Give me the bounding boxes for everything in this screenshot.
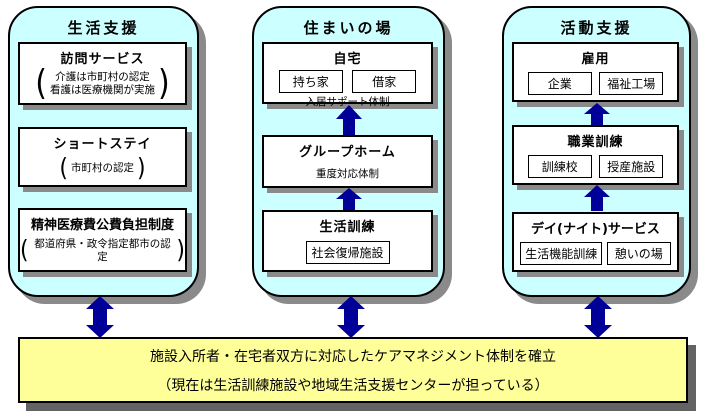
box-visit-service: 訪問サービス ( 介護は市町村の認定 看護は医療機関が実施 ) <box>18 42 187 105</box>
chip-row: 訓練校 授産施設 <box>514 155 677 178</box>
chip-row: 生活機能訓練 憩いの場 <box>514 242 677 265</box>
chip-rented-house: 借家 <box>352 70 417 93</box>
chip-welfare-factory: 福祉工場 <box>599 72 664 95</box>
note-line: 都道府県・政令指定都市の認定 <box>34 238 171 264</box>
box-note: ( 都道府県・政令指定都市の認定 ) <box>20 238 185 264</box>
box-employment: 雇用 企業 福祉工場 <box>512 42 679 102</box>
box-title: 職業訓練 <box>567 135 624 150</box>
box-title: 生活訓練 <box>319 220 376 235</box>
summary-line-2: （現在は生活訓練施設や地域生活支援センターが担っている） <box>157 377 549 394</box>
box-caption: 入居サポート体制 <box>305 96 390 108</box>
panel-title: 生活支援 <box>67 19 140 37</box>
bracket-open: ( <box>35 63 47 104</box>
summary-box: 施設入所者・在宅者双方に対応したケアマネジメント体制を確立 （現在は生活訓練施設… <box>18 337 688 403</box>
box-mental-medical-expense: 精神医療費公費負担制度 ( 都道府県・政令指定都市の認定 ) <box>18 208 187 272</box>
panel-activity-support: 活動支援 雇用 企業 福祉工場 職業訓練 訓練校 授産施設 デイ(ナイト)サービ… <box>502 6 691 297</box>
chip-row: 持ち家 借家 <box>264 70 431 93</box>
up-arrow-icon <box>584 103 610 125</box>
bracket-close: ) <box>158 63 170 104</box>
bracket-open: ( <box>20 236 29 265</box>
double-arrow-icon <box>86 296 114 338</box>
box-title: 自宅 <box>333 52 362 67</box>
box-title: デイ(ナイト)サービス <box>531 222 660 237</box>
panel-title: 活動支援 <box>560 19 633 37</box>
box-life-training: 生活訓練 社会復帰施設 <box>262 210 433 272</box>
box-group-home: グループホーム 重度対応体制 <box>262 135 433 188</box>
box-title: 訪問サービス <box>60 52 145 67</box>
box-title: グループホーム <box>299 145 396 160</box>
chip-rest-place: 憩いの場 <box>606 242 671 265</box>
panel-life-support: 生活支援 訪問サービス ( 介護は市町村の認定 看護は医療機関が実施 ) ショー… <box>8 6 199 297</box>
chip-training-school: 訓練校 <box>527 155 592 178</box>
double-arrow-icon <box>584 296 612 338</box>
chip-social-rehab-facility: 社会復帰施設 <box>305 241 390 264</box>
summary-line-1: 施設入所者・在宅者双方に対応したケアマネジメント体制を確立 <box>150 348 556 365</box>
chip-life-function-training: 生活機能訓練 <box>520 242 603 265</box>
box-title: 雇用 <box>581 52 610 67</box>
up-arrow-icon <box>584 185 610 211</box>
bracket-open: ( <box>59 154 68 183</box>
up-arrow-icon <box>336 105 362 135</box>
panel-title: 住まいの場 <box>303 19 394 37</box>
box-title: 精神医療費公費負担制度 <box>30 218 174 233</box>
box-own-home: 自宅 持ち家 借家 入居サポート体制 <box>262 42 433 108</box>
bracket-close: ) <box>137 154 146 183</box>
note-line: 看護は医療機関が実施 <box>50 84 155 96</box>
chip-sheltered-workshop: 授産施設 <box>599 155 664 178</box>
box-vocational-training: 職業訓練 訓練校 授産施設 <box>512 125 679 185</box>
note-line: 市町村の認定 <box>71 162 134 175</box>
box-note: ( 介護は市町村の認定 看護は医療機関が実施 ) <box>20 63 185 104</box>
box-day-night-service: デイ(ナイト)サービス 生活機能訓練 憩いの場 <box>512 212 679 272</box>
chip-row: 企業 福祉工場 <box>514 72 677 95</box>
up-arrow-icon <box>336 188 362 210</box>
chip-owned-house: 持ち家 <box>278 70 343 93</box>
chip-row: 社会復帰施設 <box>264 241 431 264</box>
box-title: ショートステイ <box>53 137 152 152</box>
box-caption: 重度対応体制 <box>316 168 379 180</box>
bracket-close: ) <box>176 236 185 265</box>
panel-living-place: 住まいの場 自宅 持ち家 借家 入居サポート体制 グループホーム 重度対応体制 … <box>252 6 445 297</box>
chip-company: 企業 <box>527 72 592 95</box>
double-arrow-icon <box>337 296 365 338</box>
box-note: ( 市町村の認定 ) <box>20 154 185 183</box>
box-short-stay: ショートステイ ( 市町村の認定 ) <box>18 127 187 187</box>
note-line: 介護は市町村の認定 <box>55 70 150 83</box>
